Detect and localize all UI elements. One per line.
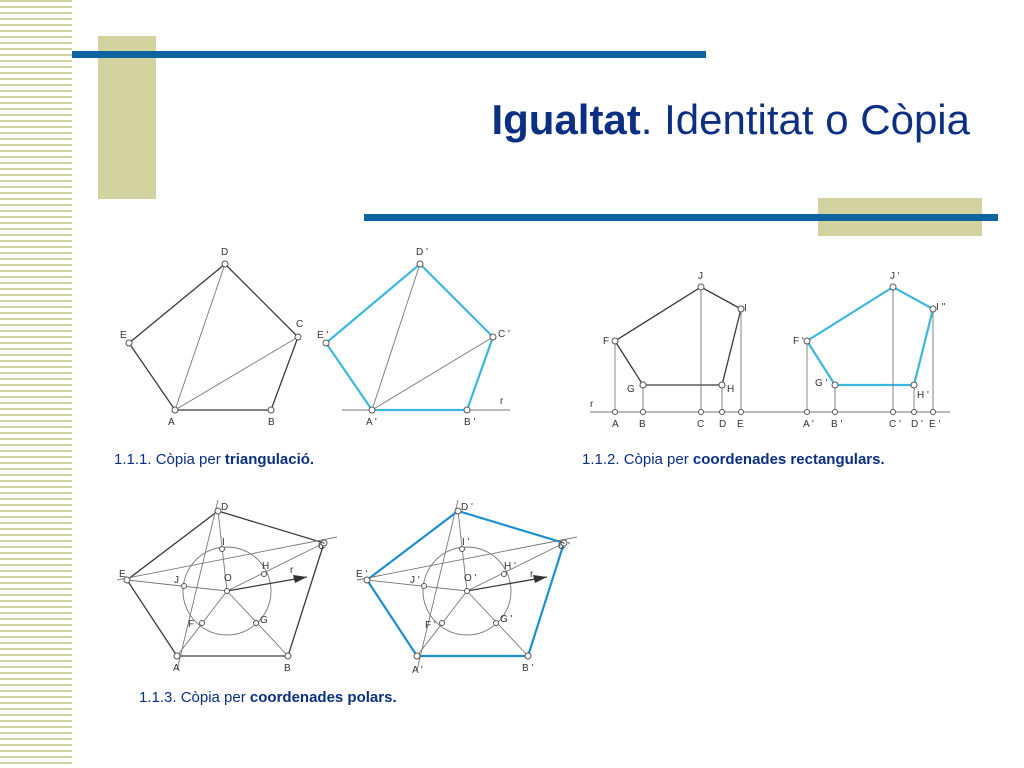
- label-E-prime: E ': [317, 330, 328, 341]
- label-I3: I: [222, 537, 225, 548]
- label-D-prime: D ': [416, 247, 428, 258]
- label-J-prime: J ': [890, 271, 900, 282]
- middle-rule: [364, 214, 998, 221]
- caption-2-prefix: 1.1.2. Còpia per: [582, 451, 693, 468]
- label-B3-prime: B ': [522, 663, 533, 674]
- label-E2-prime: E ': [929, 419, 940, 430]
- label-J: J: [698, 271, 703, 282]
- caption-3-bold: coordenades polars.: [249, 689, 397, 706]
- label-A3: A: [173, 663, 180, 674]
- caption-triangulation: 1.1.1. Còpia per triangulació.: [114, 451, 314, 468]
- label-r3-prime: r: [530, 569, 534, 580]
- label-O3-prime: O ': [464, 573, 477, 584]
- label-B2-prime: B ': [831, 419, 842, 430]
- label-F3-prime: F ': [425, 620, 436, 631]
- label-F-prime: F ': [793, 336, 804, 347]
- caption-3-prefix: 1.1.3. Còpia per: [139, 689, 250, 706]
- label-E3: E: [119, 569, 126, 580]
- title-bold: Igualtat: [491, 96, 641, 143]
- label-B: B: [268, 417, 275, 428]
- decorative-stripes: [0, 0, 72, 768]
- label-B3: B: [284, 663, 291, 674]
- label-D3-prime: D ': [461, 502, 473, 513]
- label-A3-prime: A ': [412, 665, 423, 676]
- caption-1-prefix: 1.1.1. Còpia per: [114, 451, 225, 468]
- rectangular-diagram: r F G H I J A B C D E F ' G ' H ' I '' J…: [590, 271, 950, 430]
- label-C-prime: C ': [498, 329, 510, 340]
- caption-polar: 1.1.3. Còpia per coordenades polars.: [139, 689, 397, 706]
- label-O3: O: [224, 573, 232, 584]
- label-I3-prime: I ': [462, 537, 470, 548]
- label-C: C: [296, 319, 303, 330]
- title-rest: . Identitat o Còpia: [640, 96, 970, 143]
- label-J3: J: [174, 575, 179, 586]
- label-C3: C: [318, 541, 325, 552]
- label-A2-prime: A ': [803, 419, 814, 430]
- top-rule: [72, 51, 706, 58]
- label-I-prime: I '': [936, 302, 945, 313]
- caption-2-bold: coordenades rectangulars.: [692, 451, 885, 468]
- label-D2: D: [719, 419, 726, 430]
- label-G3-prime: G ': [500, 614, 513, 625]
- triangulation-diagram: A B C D E r A ' B ' C ' D ' E ': [120, 247, 510, 428]
- polar-diagram: A B C D E F G H I J O r A ' B ' C ' D ' …: [116, 499, 578, 676]
- label-B-prime: B ': [464, 417, 475, 428]
- label-F: F: [603, 336, 609, 347]
- label-H3-prime: H ': [504, 561, 516, 572]
- label-D: D: [221, 247, 228, 258]
- label-r: r: [500, 396, 504, 407]
- label-A-prime: A ': [366, 417, 377, 428]
- label-J3-prime: J ': [410, 575, 420, 586]
- label-H3: H: [262, 561, 269, 572]
- label-I: I: [744, 303, 747, 314]
- label-r2: r: [590, 399, 594, 410]
- slide-title: Igualtat. Identitat o Còpia: [491, 96, 970, 144]
- label-E2: E: [737, 419, 744, 430]
- label-G-prime: G ': [815, 378, 828, 389]
- label-B2: B: [639, 419, 646, 430]
- label-G: G: [627, 384, 635, 395]
- caption-1-bold: triangulació.: [224, 451, 315, 468]
- label-H-prime: H ': [917, 390, 929, 401]
- label-E3-prime: E ': [356, 569, 367, 580]
- label-C3-prime: C ': [558, 541, 570, 552]
- label-D3: D: [221, 502, 228, 513]
- label-A2: A: [612, 419, 619, 430]
- decorative-block: [98, 36, 156, 199]
- label-C2-prime: C ': [889, 419, 901, 430]
- label-G3: G: [260, 615, 268, 626]
- label-A: A: [168, 417, 175, 428]
- label-C2: C: [697, 419, 704, 430]
- caption-rectangular: 1.1.2. Còpia per coordenades rectangular…: [582, 451, 885, 468]
- label-r3: r: [290, 565, 294, 576]
- label-E: E: [120, 330, 127, 341]
- label-F3: F: [188, 619, 194, 630]
- label-D2-prime: D ': [911, 419, 923, 430]
- label-H: H: [727, 384, 734, 395]
